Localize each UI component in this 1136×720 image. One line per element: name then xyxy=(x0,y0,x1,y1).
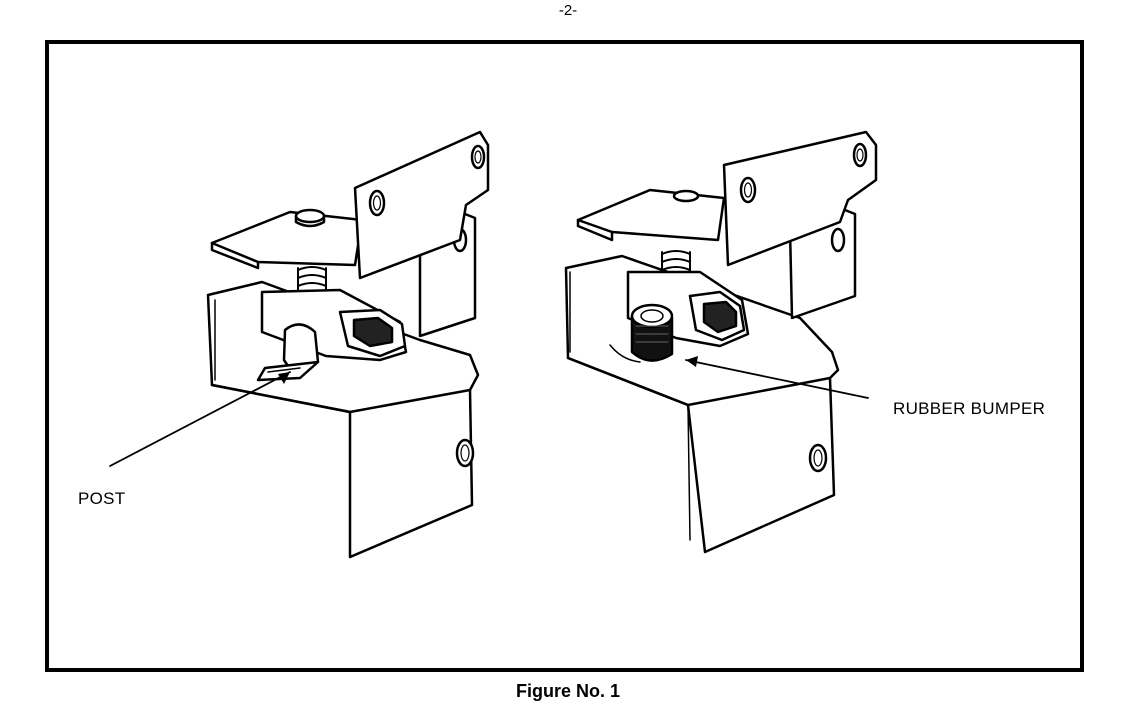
right-hinge xyxy=(564,130,878,554)
figure-caption: Figure No. 1 xyxy=(515,681,620,701)
post-label: POST xyxy=(78,489,126,508)
left-hinge xyxy=(109,130,490,559)
page-number: -2- xyxy=(558,2,578,19)
figure-frame xyxy=(45,40,1084,672)
rubber-bumper-label: RUBBER BUMPER xyxy=(893,399,1046,418)
